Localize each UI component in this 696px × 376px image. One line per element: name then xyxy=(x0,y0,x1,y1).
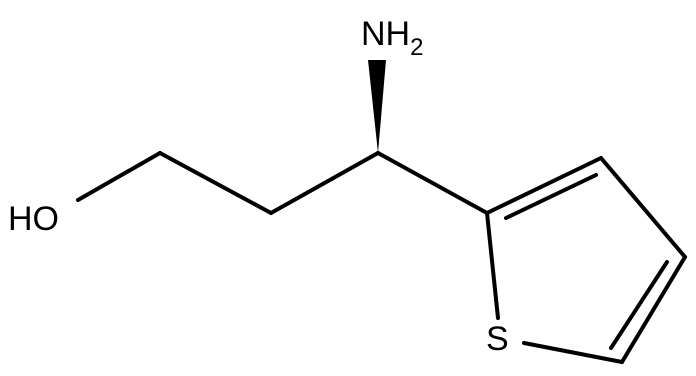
bond-ho-c1 xyxy=(76,151,162,202)
ring-double-bond-c4-c5 xyxy=(609,260,669,350)
ring-bond-s-c2 xyxy=(485,211,500,320)
ring-bond-c3-c4 xyxy=(599,156,687,259)
hydroxyl-label: HO xyxy=(8,200,59,238)
ring-bond-c4-c5 xyxy=(620,255,687,364)
bond-c2-c3 xyxy=(269,151,380,215)
ring-bond-c2-c3 xyxy=(485,156,603,215)
bond-c3-thiophene xyxy=(376,151,489,215)
wedge-bond-amine xyxy=(368,60,386,153)
bond-c1-c2 xyxy=(158,151,273,215)
amine-subscript: 2 xyxy=(410,34,423,61)
amine-label: NH2 xyxy=(361,15,423,61)
sulfur-label: S xyxy=(486,320,509,358)
ring-bond-c5-s xyxy=(522,341,624,364)
ring-double-bond-c2-c3 xyxy=(504,173,598,220)
amine-symbol: NH xyxy=(361,15,410,53)
